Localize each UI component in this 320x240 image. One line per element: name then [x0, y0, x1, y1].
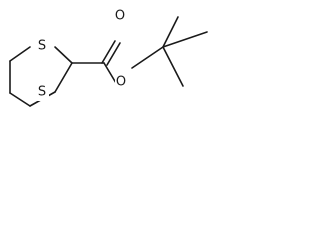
- sulfur-bottom-label: S: [38, 85, 46, 100]
- bond-tbu-methyl-bottom: [162, 46, 184, 87]
- molecule-structure: S S O O: [9, 8, 208, 107]
- bond-carbonyl-double-a: [101, 40, 116, 64]
- sulfur-bottom-bg: [36, 84, 49, 101]
- structure-canvas: S S O O: [0, 0, 216, 133]
- ester-oxygen-label: O: [116, 75, 126, 90]
- bond-tbu-methyl-top: [162, 16, 179, 48]
- carbonyl-oxygen-label: O: [115, 9, 125, 24]
- bond-c2-s3: [54, 62, 73, 93]
- carbonyl-oxygen-bg: [114, 8, 127, 25]
- bond-ester-o-tbu: [131, 46, 164, 69]
- bond-carbonyl-ester-o: [103, 62, 117, 84]
- bond-carbonyl-double-b: [106, 42, 121, 66]
- sulfur-top-label: S: [38, 39, 46, 54]
- bond-tbu-methyl-right: [162, 31, 208, 48]
- bond-c4-c5: [9, 92, 31, 107]
- bond-c6-s1: [9, 46, 31, 62]
- ester-oxygen-bg: [115, 74, 128, 91]
- sulfur-top-bg: [36, 38, 49, 55]
- bond-s1-c2: [54, 46, 73, 64]
